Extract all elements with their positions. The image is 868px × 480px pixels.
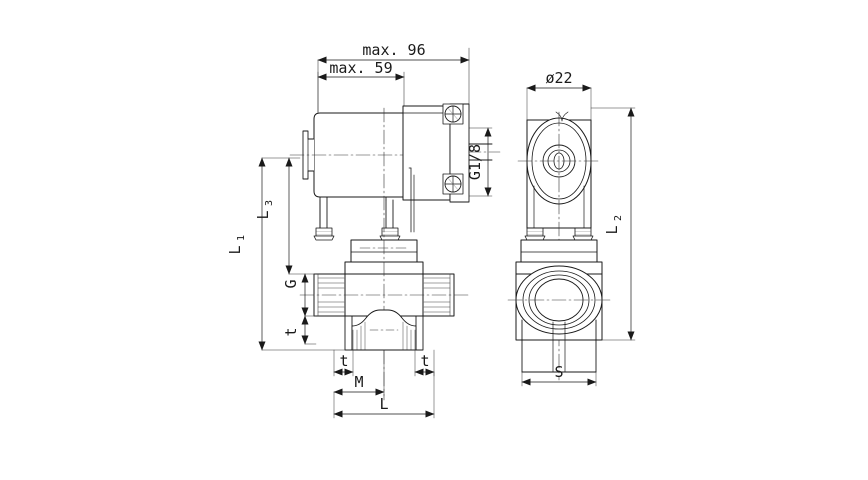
label-L3-sub: 3 xyxy=(264,200,275,206)
label-t-vertical: t xyxy=(282,327,300,336)
label-t-right: t xyxy=(420,352,429,370)
label-L2-group: L 2 xyxy=(603,215,624,235)
dim-S xyxy=(521,371,597,387)
label-L1-group: L 1 xyxy=(226,235,247,255)
label-L1: L xyxy=(226,245,244,254)
screw-head-upper xyxy=(442,103,464,125)
label-L3: L xyxy=(254,210,272,219)
label-G: G xyxy=(282,279,300,288)
label-S: S xyxy=(554,363,563,381)
label-max-96: max. 96 xyxy=(362,41,425,59)
label-M: M xyxy=(354,373,363,391)
label-L1-sub: 1 xyxy=(236,235,247,241)
label-d22: ø22 xyxy=(545,69,572,87)
port-threads xyxy=(317,273,451,317)
dim-L2 xyxy=(590,107,636,341)
screw-head-lower xyxy=(442,173,464,195)
label-max-59: max. 59 xyxy=(329,59,392,77)
dim-d22 xyxy=(526,84,592,122)
dim-t-left xyxy=(333,329,354,377)
label-L3-group: L 3 xyxy=(254,200,275,220)
label-L: L xyxy=(379,395,388,413)
side-port-face xyxy=(507,265,613,373)
front-view xyxy=(289,47,501,401)
dim-L1 xyxy=(258,157,351,351)
dim-g18 xyxy=(468,127,493,197)
side-view xyxy=(507,111,613,381)
label-t-left: t xyxy=(339,352,348,370)
label-g18: G1/8 xyxy=(466,144,484,180)
connection-tubes xyxy=(313,196,404,241)
valve-body xyxy=(299,107,469,401)
label-L2-sub: 2 xyxy=(613,215,624,221)
dim-L xyxy=(333,371,435,419)
dim-M xyxy=(333,349,385,397)
dim-t-vertical xyxy=(301,315,317,345)
dim-t-right xyxy=(414,329,435,377)
coil-face xyxy=(517,111,601,381)
label-L2: L xyxy=(603,225,621,234)
solenoid-coil xyxy=(289,112,421,198)
